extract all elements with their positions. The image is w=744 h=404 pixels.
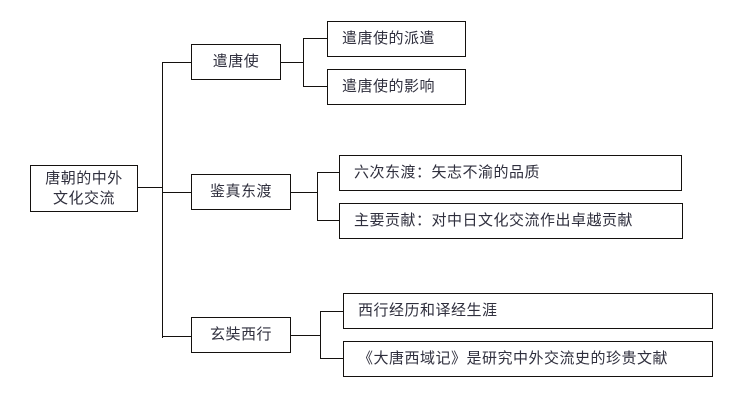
- connector-branch-2-leaf-1: [317, 172, 340, 174]
- connector-trunk-to-branch-1: [162, 62, 192, 64]
- leaf-node-jianzhen-gongxian-label: 主要贡献：对中日文化交流作出卓越贡献: [354, 211, 634, 230]
- connector-trunk-to-branch-3: [162, 336, 192, 338]
- connector-root-stub: [138, 187, 163, 189]
- leaf-node-jianzhen-liuci[interactable]: 六次东渡：矢志不渝的品质: [339, 155, 682, 191]
- root-node-label-line2: 文化交流: [52, 188, 115, 207]
- connector-branch-1-fork: [303, 38, 305, 87]
- connector-branch-1-stub: [281, 62, 304, 64]
- connector-branch-2-stub: [291, 192, 318, 194]
- leaf-node-jianzhen-gongxian[interactable]: 主要贡献：对中日文化交流作出卓越贡献: [339, 203, 683, 239]
- connector-branch-3-fork: [320, 311, 322, 359]
- connector-trunk-vertical: [162, 62, 164, 338]
- branch-node-xuanzang-label: 玄奘西行: [209, 325, 272, 344]
- root-node[interactable]: 唐朝的中外 文化交流: [30, 165, 138, 212]
- connector-branch-3-stub: [291, 335, 321, 337]
- leaf-node-qiantangshi-paiqian[interactable]: 遣唐使的派遣: [327, 21, 466, 57]
- connector-branch-2-fork: [317, 172, 319, 221]
- connector-branch-2-leaf-2: [317, 220, 340, 222]
- leaf-node-jianzhen-liuci-label: 六次东渡：矢志不渝的品质: [354, 163, 541, 182]
- connector-branch-3-leaf-2: [320, 358, 344, 360]
- connector-trunk-to-branch-2: [162, 192, 192, 194]
- leaf-node-xuanzang-jingli-label: 西行经历和译经生涯: [358, 301, 498, 320]
- connector-branch-3-leaf-1: [320, 311, 344, 313]
- leaf-node-xuanzang-jingli[interactable]: 西行经历和译经生涯: [343, 293, 713, 329]
- connector-branch-1-leaf-2: [303, 86, 328, 88]
- leaf-node-xuanzang-xiyuji[interactable]: 《大唐西域记》是研究中外交流史的珍贵文献: [343, 341, 713, 377]
- branch-node-qiantangshi-label: 遣唐使: [212, 52, 260, 71]
- connector-branch-1-leaf-1: [303, 38, 328, 40]
- leaf-node-qiantangshi-paiqian-label: 遣唐使的派遣: [342, 29, 436, 48]
- leaf-node-xuanzang-xiyuji-label: 《大唐西域记》是研究中外交流史的珍贵文献: [358, 349, 669, 368]
- branch-node-jianzhen-label: 鉴真东渡: [209, 182, 272, 201]
- branch-node-jianzhen[interactable]: 鉴真东渡: [191, 174, 291, 210]
- branch-node-xuanzang[interactable]: 玄奘西行: [191, 317, 291, 353]
- branch-node-qiantangshi[interactable]: 遣唐使: [191, 44, 281, 80]
- leaf-node-qiantangshi-yingxiang-label: 遣唐使的影响: [342, 77, 436, 96]
- root-node-label-line1: 唐朝的中外: [45, 169, 123, 188]
- leaf-node-qiantangshi-yingxiang[interactable]: 遣唐使的影响: [327, 69, 466, 105]
